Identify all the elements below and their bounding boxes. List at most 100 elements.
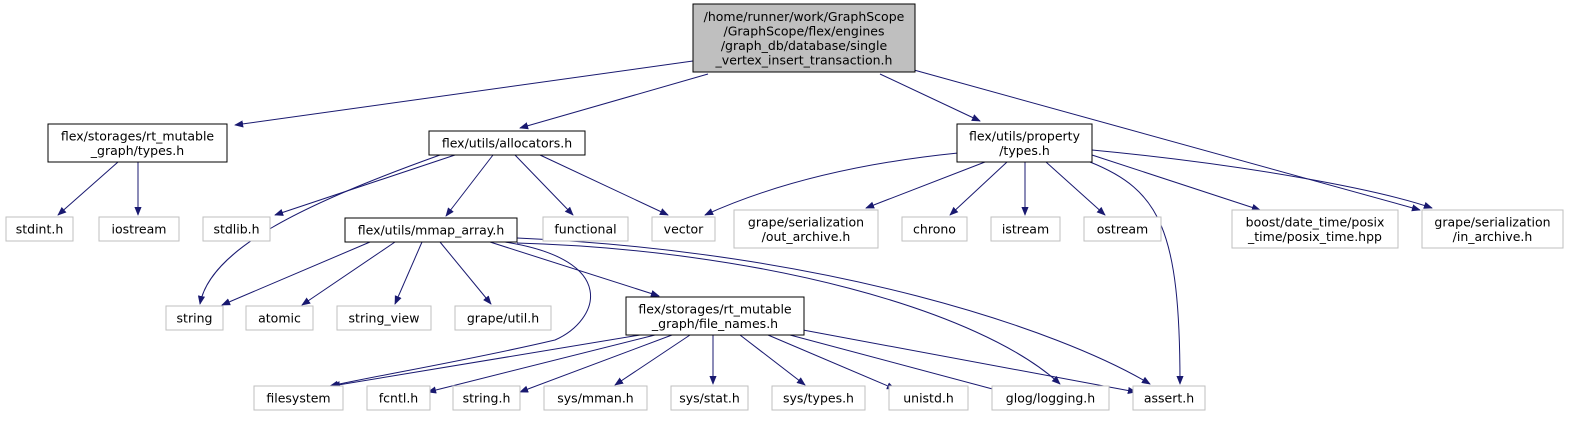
node-label: _graph/file_names.h — [651, 316, 778, 331]
node-sys-stat: sys/stat.h — [670, 385, 749, 411]
node-label: stdlib.h — [213, 222, 259, 237]
node-box — [543, 385, 648, 411]
node-box — [1421, 209, 1564, 249]
edge-allocators-to-mmap-array — [445, 154, 494, 217]
edge-allocators-to-functional — [514, 154, 574, 216]
node-box — [956, 123, 1093, 163]
edge-root-to-in-archive — [913, 69, 1421, 212]
node-rt-types[interactable]: flex/storages/rt_mutable_graph/types.h — [47, 123, 228, 163]
node-label: assert.h — [1144, 391, 1194, 406]
node-label: flex/storages/rt_mutable — [638, 301, 792, 316]
node-box — [98, 216, 180, 242]
edge-file-names-to-filesystem — [331, 334, 641, 389]
edge-prop-types-to-assert — [1089, 161, 1184, 385]
node-sys-mman: sys/mman.h — [543, 385, 648, 411]
edge-root-to-allocators — [519, 73, 709, 130]
node-label: /out_archive.h — [762, 229, 851, 244]
node-box — [5, 216, 74, 242]
node-label: _graph/types.h — [90, 143, 184, 158]
node-label: /types.h — [999, 143, 1050, 158]
node-box — [888, 385, 969, 411]
node-label: string_view — [349, 311, 420, 326]
node-label: sys/types.h — [783, 391, 854, 406]
edge-root-to-prop-types — [879, 73, 981, 122]
edge-allocators-to-string — [197, 154, 441, 305]
edge-prop-types-to-out-archive — [865, 161, 986, 209]
node-label: glog/logging.h — [1006, 391, 1095, 406]
node-label: /in_archive.h — [1453, 229, 1533, 244]
node-box — [901, 216, 968, 242]
node-box — [336, 305, 432, 331]
node-assert: assert.h — [1132, 385, 1206, 411]
node-mmap-array[interactable]: flex/utils/mmap_array.h — [344, 217, 518, 243]
node-label: flex/storages/rt_mutable — [61, 128, 215, 143]
node-label: ostream — [1097, 222, 1148, 237]
edge-file-names-to-fcntl — [427, 334, 656, 394]
edge-mmap-to-file-names — [489, 241, 660, 297]
node-label: grape/serialization — [1434, 214, 1550, 229]
node-box — [733, 209, 879, 249]
node-label: /GraphScope/flex/engines — [724, 23, 885, 38]
node-label: /home/runner/work/GraphScope — [704, 9, 905, 24]
node-box — [1231, 209, 1399, 249]
include-edges — [57, 59, 1433, 395]
node-file-names[interactable]: flex/storages/rt_mutable_graph/file_name… — [625, 296, 805, 336]
node-box — [542, 216, 629, 242]
node-box — [771, 385, 866, 411]
node-label: flex/utils/property — [969, 128, 1081, 143]
node-box — [991, 385, 1110, 411]
edge-prop-types-to-in-archive — [1091, 149, 1433, 209]
node-string-view: string_view — [336, 305, 432, 331]
node-box — [1083, 216, 1162, 242]
node-label: fcntl.h — [379, 391, 418, 406]
node-box — [253, 385, 344, 411]
node-root[interactable]: /home/runner/work/GraphScope/GraphScope/… — [692, 3, 916, 73]
node-filesystem: filesystem — [253, 385, 344, 411]
node-allocators[interactable]: flex/utils/allocators.h — [428, 130, 586, 156]
edge-prop-types-to-chrono — [949, 161, 1008, 216]
edge-mmap-to-glog — [516, 242, 1061, 385]
edge-prop-types-to-vector — [704, 152, 959, 216]
node-label: iostream — [112, 222, 167, 237]
node-unistd: unistd.h — [888, 385, 969, 411]
node-label: _vertex_insert_transaction.h — [715, 52, 893, 67]
node-label: istream — [1002, 222, 1049, 237]
edge-rt-types-to-stdint — [57, 161, 119, 216]
node-label: string — [177, 311, 213, 326]
edge-file-names-to-sys-mman — [614, 334, 691, 386]
node-glog: glog/logging.h — [991, 385, 1110, 411]
include-nodes: /home/runner/work/GraphScope/GraphScope/… — [5, 3, 1564, 411]
node-string-h: string.h — [452, 385, 521, 411]
node-in-archive: grape/serialization/in_archive.h — [1421, 209, 1564, 249]
edge-mmap-to-filesystem — [329, 241, 591, 388]
node-label: vector — [664, 222, 705, 237]
node-box — [47, 123, 228, 163]
node-istream: istream — [990, 216, 1061, 242]
node-label: sys/mman.h — [557, 391, 633, 406]
node-label: boost/date_time/posix — [1246, 214, 1385, 229]
node-label: /graph_db/database/single — [721, 38, 888, 53]
node-box — [670, 385, 749, 411]
node-label: grape/serialization — [748, 214, 864, 229]
node-box — [245, 305, 314, 331]
edge-file-names-to-sys-types — [739, 334, 806, 386]
edge-file-names-to-unistd — [767, 334, 896, 390]
node-stdlib: stdlib.h — [202, 216, 271, 242]
edge-file-names-to-string-h — [519, 334, 673, 393]
node-label: flex/utils/allocators.h — [442, 136, 572, 151]
edge-mmap-to-string — [221, 241, 371, 306]
node-fcntl: fcntl.h — [366, 385, 431, 411]
edge-file-names-to-glog — [789, 334, 1001, 393]
node-atomic: atomic — [245, 305, 314, 331]
node-stdint: stdint.h — [5, 216, 74, 242]
edge-allocators-to-vector — [539, 154, 669, 216]
node-posix-time: boost/date_time/posix_time/posix_time.hp… — [1231, 209, 1399, 249]
node-box — [165, 305, 224, 331]
node-box — [692, 3, 916, 73]
node-label: functional — [554, 222, 616, 237]
node-box — [1132, 385, 1206, 411]
node-box — [625, 296, 805, 336]
node-prop-types[interactable]: flex/utils/property/types.h — [956, 123, 1093, 163]
node-iostream: iostream — [98, 216, 180, 242]
